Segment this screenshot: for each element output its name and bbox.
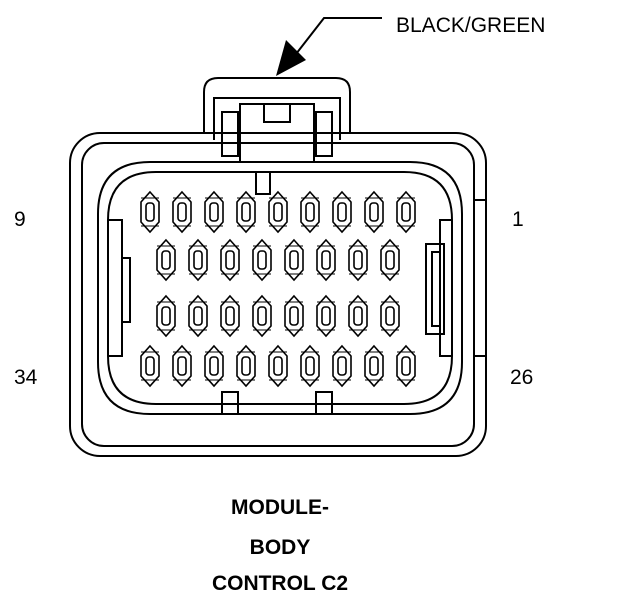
terminal-pin xyxy=(140,190,160,234)
pin-label-bottom-right: 26 xyxy=(510,366,534,389)
terminal-pin xyxy=(396,190,416,234)
terminal-pin xyxy=(348,294,368,338)
latch-tower xyxy=(203,77,351,133)
terminal-pin xyxy=(236,190,256,234)
terminal-pin xyxy=(380,294,400,338)
terminal-pin xyxy=(252,294,272,338)
right-latch-tab xyxy=(425,243,445,335)
left-latch xyxy=(108,219,123,357)
pin-label-top-right: 1 xyxy=(512,208,524,231)
pointer-arrow xyxy=(276,17,382,76)
terminal-pin xyxy=(172,190,192,234)
terminal-pin xyxy=(268,190,288,234)
housing-inner xyxy=(81,142,475,447)
latch-slot-right xyxy=(315,111,333,157)
terminal-pin xyxy=(284,238,304,282)
cavity-face-inner xyxy=(107,171,453,405)
wire-color-label: BLACK/GREEN xyxy=(396,14,546,37)
terminal-pin xyxy=(348,238,368,282)
latch-slot-left xyxy=(221,111,239,157)
caption-line-3: CONTROL C2 xyxy=(211,572,349,595)
terminal-pin xyxy=(364,190,384,234)
terminal-pin xyxy=(188,238,208,282)
terminal-pin xyxy=(252,238,272,282)
housing-outer xyxy=(69,132,487,457)
bottom-key-left xyxy=(221,391,239,415)
pin-array xyxy=(140,190,416,388)
terminal-pin xyxy=(364,344,384,388)
terminal-pin xyxy=(204,344,224,388)
terminal-pin xyxy=(284,294,304,338)
caption-line-1: MODULE- xyxy=(231,496,329,519)
caption-line-2: BODY xyxy=(249,536,311,559)
bottom-key-right xyxy=(315,391,333,415)
right-latch xyxy=(439,219,452,357)
top-key xyxy=(255,171,271,195)
terminal-pin xyxy=(220,294,240,338)
terminal-pin xyxy=(172,344,192,388)
pin-label-top-left: 9 xyxy=(14,208,26,231)
pin-label-bottom-left: 34 xyxy=(14,366,38,389)
terminal-pin xyxy=(156,238,176,282)
terminal-pin xyxy=(316,238,336,282)
terminal-pin xyxy=(236,344,256,388)
terminal-pin xyxy=(300,190,320,234)
left-latch-tab xyxy=(121,257,131,323)
right-latch-tab-inner xyxy=(431,251,441,327)
terminal-pin xyxy=(188,294,208,338)
terminal-pin xyxy=(220,238,240,282)
terminal-pin xyxy=(396,344,416,388)
latch-key-notch xyxy=(263,104,291,123)
terminal-pin xyxy=(156,294,176,338)
terminal-pin xyxy=(316,294,336,338)
terminal-pin xyxy=(332,344,352,388)
cavity-face xyxy=(97,161,463,415)
terminal-pin xyxy=(332,190,352,234)
terminal-pin xyxy=(380,238,400,282)
latch-inner xyxy=(213,97,341,140)
terminal-pin xyxy=(268,344,288,388)
terminal-pin xyxy=(140,344,160,388)
terminal-pin xyxy=(204,190,224,234)
terminal-pin xyxy=(300,344,320,388)
